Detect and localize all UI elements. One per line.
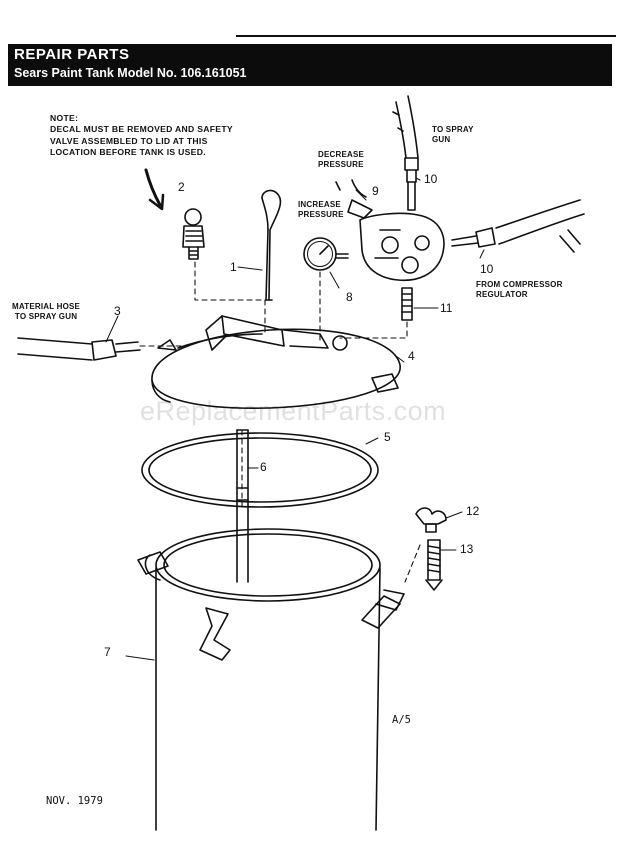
- part-5-gasket: [141, 432, 379, 508]
- callout-2: 2: [178, 180, 185, 194]
- note-arrow: [144, 168, 165, 211]
- top-rule: [236, 35, 616, 37]
- callout-5: 5: [384, 430, 391, 444]
- part-6-pickup-tube: [236, 429, 249, 583]
- label-compressor-line-2: REGULATOR: [476, 289, 528, 299]
- callout-11: 11: [440, 301, 453, 315]
- callout-13: 13: [460, 542, 474, 556]
- callout-10-side: 10: [480, 262, 494, 276]
- hose-to-spray-gun: [392, 95, 419, 159]
- part-2-safety-valve: [182, 208, 205, 260]
- figure-code: A/5: [392, 714, 411, 726]
- callout-10-top: 10: [424, 172, 438, 186]
- note-block: NOTE: DECAL MUST BE REMOVED AND SAFETY V…: [50, 113, 233, 159]
- part-8-pressure-gauge: [303, 237, 349, 271]
- note-text-line-2: VALVE ASSEMBLED TO LID AT THIS: [50, 135, 208, 146]
- footer-date: NOV. 1979: [46, 795, 103, 807]
- part-13-bolt: [425, 539, 443, 591]
- part-4-tank-lid: [151, 315, 401, 410]
- page-subtitle: Sears Paint Tank Model No. 106.161051: [14, 66, 247, 80]
- label-increase-pressure: INCREASE PRESSURE: [298, 200, 344, 219]
- part-12-wing-nut: [415, 507, 447, 533]
- label-hose-line-1: MATERIAL HOSE: [12, 302, 81, 311]
- label-from-compressor: FROM COMPRESSOR REGULATOR: [476, 280, 563, 299]
- callout-1: 1: [230, 260, 237, 274]
- watermark: eReplacementParts.com: [140, 396, 447, 426]
- label-material-hose: MATERIAL HOSE TO SPRAY GUN: [12, 302, 80, 321]
- hose-from-compressor: [495, 199, 585, 253]
- label-decrease-line-2: PRESSURE: [318, 159, 364, 169]
- label-to-spray-gun-line-2: GUN: [432, 134, 451, 144]
- part-10-fitting-top: [404, 157, 419, 211]
- callout-3: 3: [114, 304, 121, 318]
- callout-4: 4: [408, 349, 415, 363]
- material-hose: [17, 337, 141, 361]
- part-9-regulator-assembly: [335, 179, 445, 282]
- part-1-lid-handle: [261, 189, 282, 301]
- callout-leaders: [105, 177, 485, 661]
- note-heading: NOTE:: [50, 113, 79, 123]
- callout-12: 12: [466, 504, 480, 518]
- page-title: REPAIR PARTS: [14, 46, 130, 63]
- callout-9: 9: [372, 184, 379, 198]
- callout-7: 7: [104, 645, 111, 659]
- part-11-nipple: [401, 287, 413, 321]
- label-to-spray-gun: TO SPRAY GUN: [432, 125, 474, 144]
- header-bar: REPAIR PARTS Sears Paint Tank Model No. …: [8, 44, 612, 86]
- part-7-tank: [137, 528, 405, 831]
- note-text-line-1: DECAL MUST BE REMOVED AND SAFETY: [50, 124, 233, 135]
- note-text-line-3: LOCATION BEFORE TANK IS USED.: [50, 147, 206, 158]
- label-decrease-pressure: DECREASE PRESSURE: [318, 150, 364, 169]
- label-to-spray-gun-line-1: TO SPRAY: [432, 125, 474, 134]
- assembly-guide-lines: [139, 261, 421, 583]
- part-10-fitting-side: [451, 227, 496, 248]
- label-hose-line-2: TO SPRAY GUN: [14, 311, 78, 321]
- label-compressor-line-1: FROM COMPRESSOR: [476, 280, 563, 289]
- callout-6: 6: [260, 460, 267, 474]
- label-increase-line-2: PRESSURE: [298, 209, 344, 219]
- label-decrease-line-1: DECREASE: [318, 150, 365, 159]
- label-increase-line-1: INCREASE: [298, 200, 341, 209]
- callout-8: 8: [346, 290, 353, 304]
